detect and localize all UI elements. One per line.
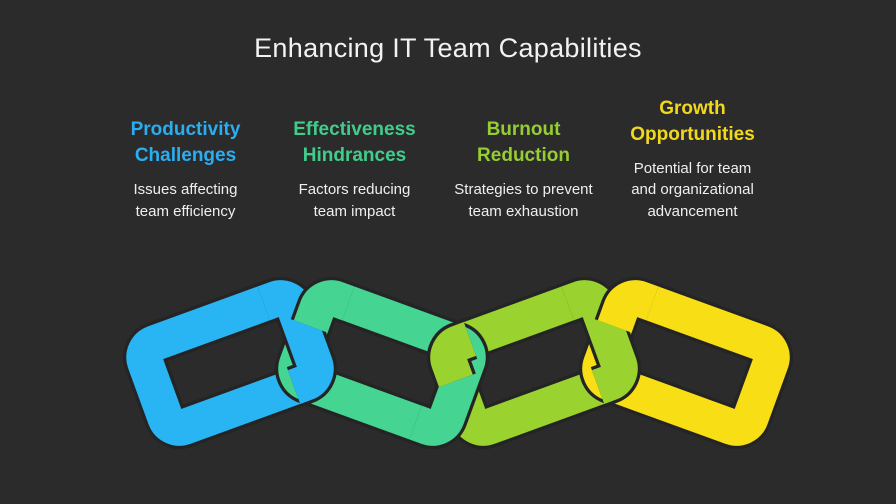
column-productivity-challenges: Productivity Challenges Issues affecting…	[101, 117, 270, 222]
column-heading: Growth Opportunities	[630, 97, 755, 145]
column-effectiveness-hindrances: Effectiveness Hindrances Factors reducin…	[270, 117, 439, 222]
chain-weave-segment	[560, 277, 641, 407]
chain-weave-segment	[256, 277, 337, 407]
chain-weave-segment	[594, 277, 660, 334]
column-row: Productivity Challenges Issues affecting…	[101, 86, 777, 222]
column-description: Issues affecting team efficiency	[133, 181, 238, 220]
page-title: Enhancing IT Team Capabilities	[254, 33, 642, 63]
column-description: Strategies to prevent team exhaustion	[454, 181, 593, 220]
column-heading: Burnout Reduction	[477, 119, 570, 166]
column-heading: Productivity Challenges	[130, 119, 241, 166]
column-heading: Effectiveness Hindrances	[293, 119, 416, 166]
chain-weave-segment	[290, 277, 356, 334]
column-burnout-reduction: Burnout Reduction Strategies to prevent …	[439, 117, 608, 222]
column-description: Potential for team and organizational ad…	[631, 159, 754, 220]
column-description: Factors reducing team impact	[298, 181, 411, 220]
chain-weave-segment	[427, 319, 478, 389]
column-growth-opportunities: Growth Opportunities Potential for team …	[608, 96, 777, 223]
